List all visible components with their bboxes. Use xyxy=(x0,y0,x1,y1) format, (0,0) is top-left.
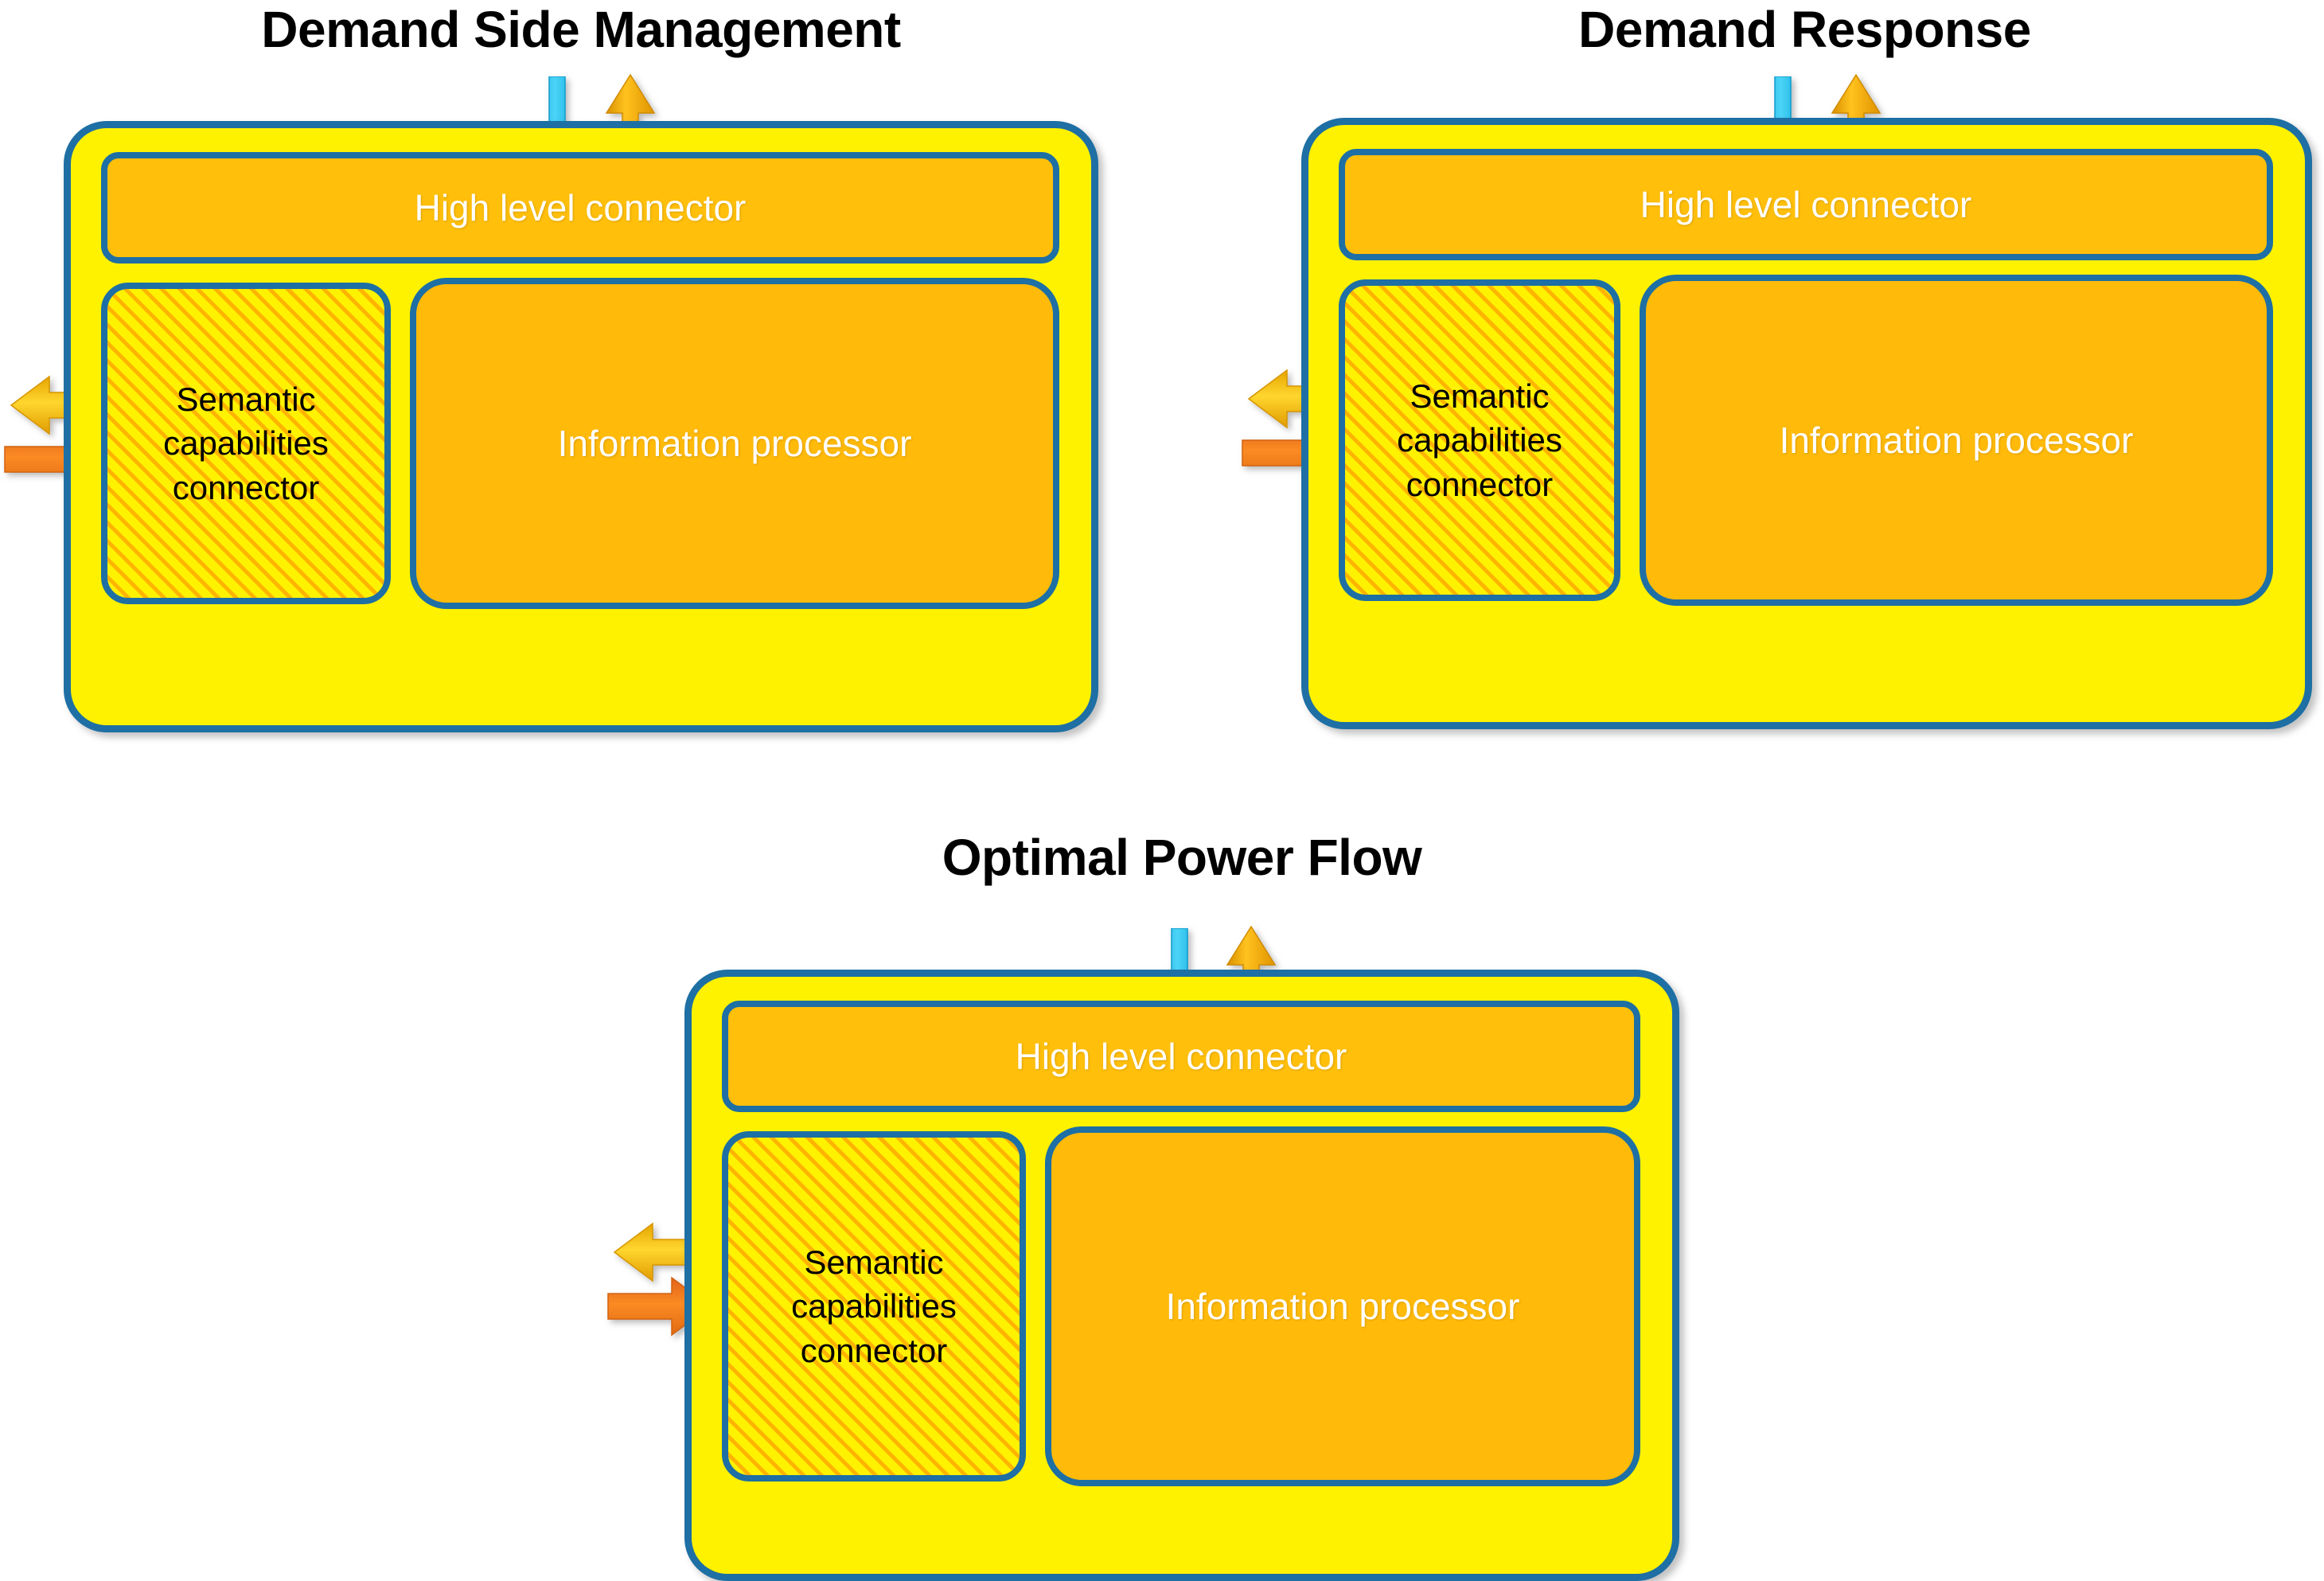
information-processor: Information processor xyxy=(1640,275,2273,606)
semantic-capabilities-connector: Semantic capabilities connector xyxy=(1339,279,1620,601)
high-level-connector: High level connector xyxy=(101,152,1059,264)
information-processor: Information processor xyxy=(1045,1126,1640,1486)
outer-container: High level connector Semantic capabiliti… xyxy=(64,121,1098,732)
high-level-connector: High level connector xyxy=(722,1001,1640,1112)
panel-title: Demand Side Management xyxy=(261,1,901,58)
panel-demand-side-management: Demand Side Management xyxy=(4,0,1114,764)
panel-optimal-power-flow: Optimal Power Flow High level connector … xyxy=(607,828,1695,1581)
panel-demand-response: Demand Response High level connector Sem… xyxy=(1242,0,2324,764)
semantic-capabilities-connector: Semantic capabilities connector xyxy=(722,1131,1026,1481)
outer-container: High level connector Semantic capabiliti… xyxy=(1301,118,2312,729)
semantic-capabilities-connector: Semantic capabilities connector xyxy=(101,283,391,604)
information-processor: Information processor xyxy=(410,278,1059,609)
panel-title: Optimal Power Flow xyxy=(942,829,1422,886)
high-level-connector: High level connector xyxy=(1339,149,2273,260)
panel-title: Demand Response xyxy=(1578,1,2031,58)
outer-container: High level connector Semantic capabiliti… xyxy=(684,970,1679,1581)
